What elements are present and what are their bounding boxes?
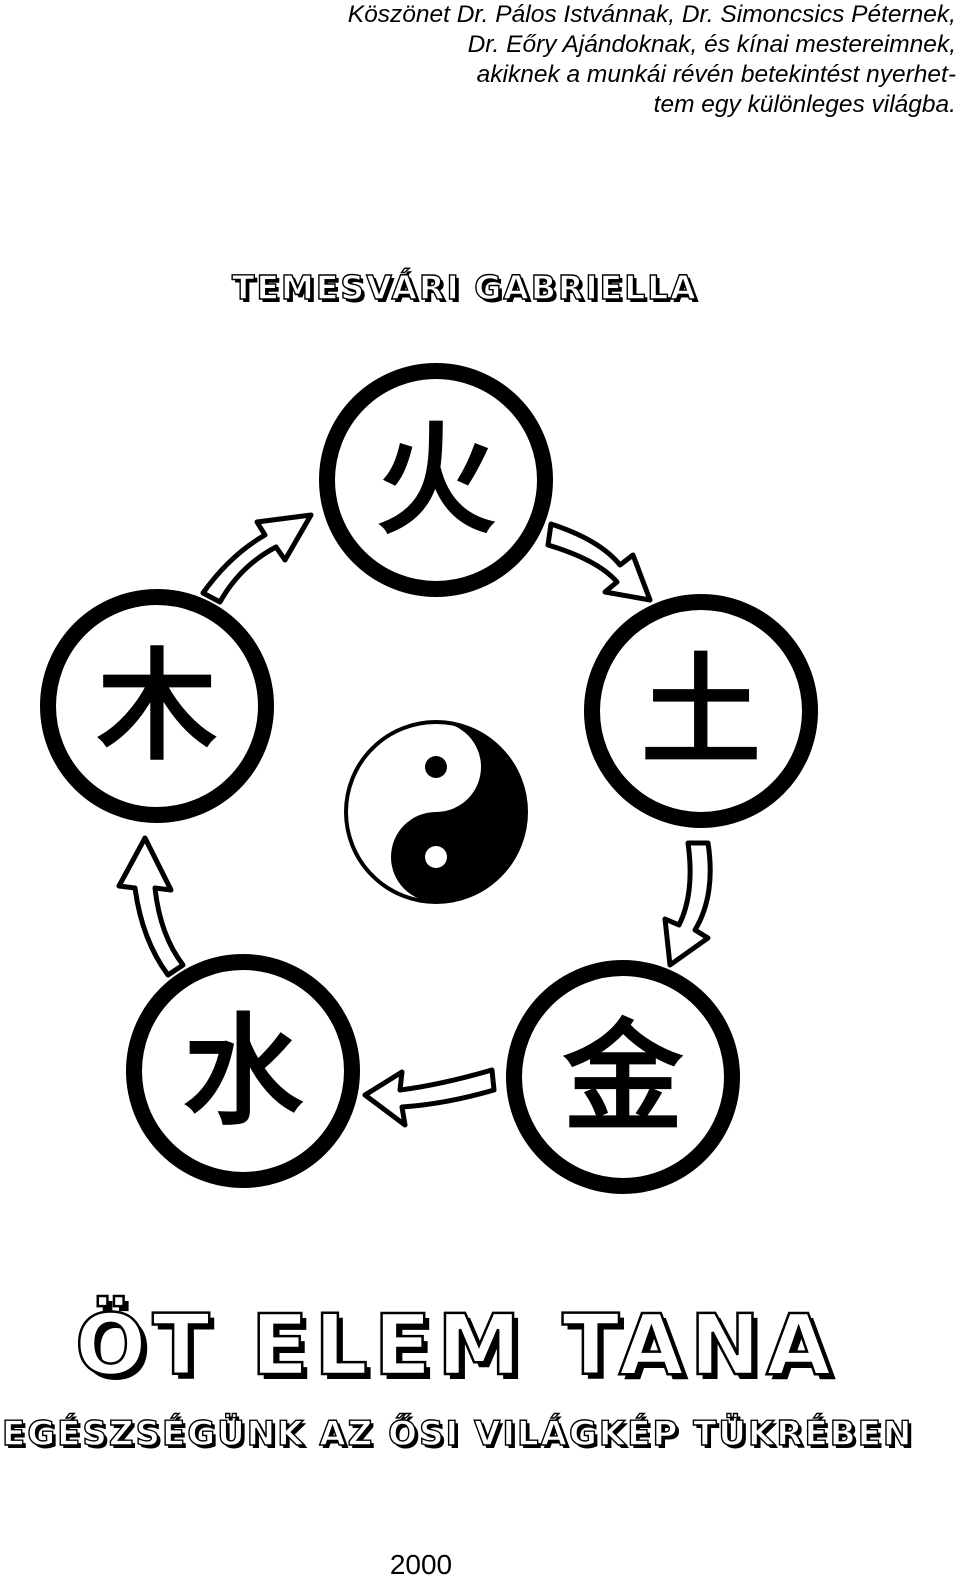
yin-yang-icon	[344, 720, 528, 904]
acknowledgement-line: Dr. Eőry Ajándoknak, és kínai mestereimn…	[467, 31, 956, 58]
element-earth: 土	[584, 594, 818, 828]
publication-year: 2000	[389, 1549, 453, 1580]
acknowledgement-line: Köszönet Dr. Pálos Istvánnak, Dr. Simonc…	[347, 1, 956, 28]
book-subtitle: EGÉSZSÉGÜNK AZ ŐSI VILÁGKÉP TÜKRÉBEN	[1, 1413, 914, 1454]
acknowledgement: Köszönet Dr. Pálos Istvánnak, Dr. Simonc…	[196, 0, 956, 120]
metal-character-icon: 金	[562, 1009, 684, 1148]
wood-character-icon: 木	[97, 638, 217, 777]
water-character-icon: 水	[183, 1003, 304, 1142]
earth-character-icon: 土	[641, 643, 761, 782]
acknowledgement-line: tem egy különleges világba.	[653, 91, 956, 118]
five-elements-diagram: 火 土 金 水 木	[40, 363, 818, 1194]
fire-character-icon: 火	[376, 412, 496, 551]
book-title: ÖT ELEM TANA	[74, 1295, 838, 1396]
acknowledgement-line: akiknek a munkái révén betekintést nyerh…	[476, 61, 956, 88]
author-name: TEMESVÁRI GABRIELLA	[231, 267, 698, 307]
element-metal: 金	[506, 960, 740, 1194]
element-water: 水	[126, 954, 360, 1188]
element-fire: 火	[319, 363, 553, 597]
element-wood: 木	[40, 589, 274, 823]
cycle-arrow-icon	[116, 512, 713, 1128]
